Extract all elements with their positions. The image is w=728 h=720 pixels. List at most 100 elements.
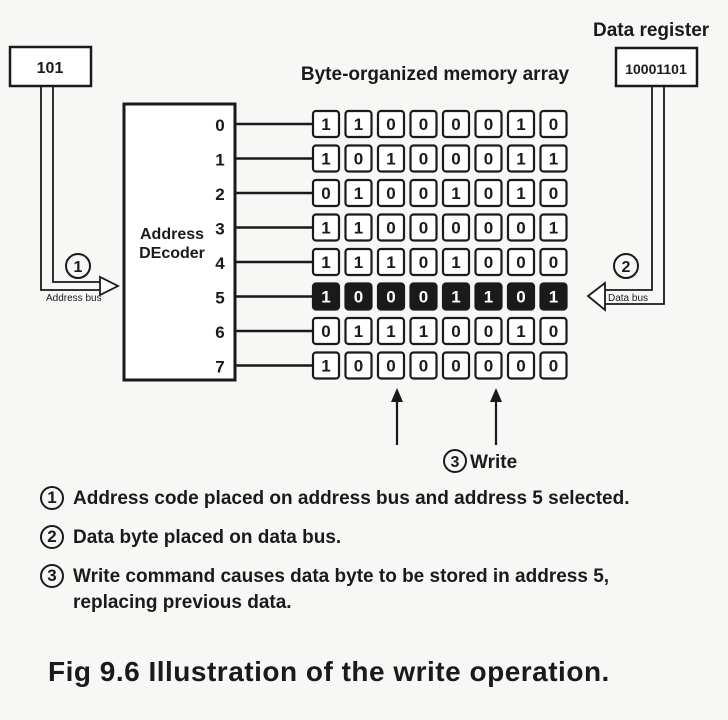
memory-cell xyxy=(474,109,503,139)
address-line-label: 1 xyxy=(215,151,224,170)
memory-cell xyxy=(344,282,373,311)
memory-cell xyxy=(539,109,568,139)
memory-cell xyxy=(344,109,373,139)
memory-bit: 0 xyxy=(451,150,460,169)
memory-cell xyxy=(506,351,536,380)
memory-cell xyxy=(539,178,568,208)
array-title: Byte-organized memory array xyxy=(301,64,570,85)
memory-cell xyxy=(506,144,536,173)
memory-cell xyxy=(539,282,568,311)
memory-cell xyxy=(441,316,471,346)
memory-bit: 0 xyxy=(484,322,493,341)
memory-bit: 0 xyxy=(419,288,428,307)
memory-cell xyxy=(376,144,406,173)
memory-bit: 1 xyxy=(451,184,460,203)
address-line-label: 6 xyxy=(215,323,224,342)
step-3-text: Write command causes data byte to be sto… xyxy=(73,566,610,613)
memory-bit: 1 xyxy=(451,253,460,272)
step-1: 1 Address code placed on address bus and… xyxy=(40,486,720,512)
memory-cell xyxy=(311,213,341,242)
memory-cell xyxy=(474,178,503,208)
address-line-label: 0 xyxy=(215,116,224,135)
memory-bit: 0 xyxy=(354,357,363,376)
memory-cell xyxy=(506,213,536,242)
memory-bit: 0 xyxy=(419,219,428,238)
memory-cell xyxy=(409,213,438,242)
memory-cell xyxy=(311,178,341,208)
memory-cell xyxy=(409,178,438,208)
address-line-label: 5 xyxy=(215,289,224,308)
memory-bit: 0 xyxy=(549,115,558,134)
memory-cell xyxy=(539,213,568,242)
memory-cell xyxy=(344,178,373,208)
step-3-number: 3 xyxy=(40,564,64,588)
memory-cell xyxy=(539,247,568,277)
memory-cell xyxy=(506,247,536,277)
address-line-label: 2 xyxy=(215,185,224,204)
memory-bit: 0 xyxy=(386,115,395,134)
memory-bit: 0 xyxy=(321,322,330,341)
memory-bit: 1 xyxy=(321,253,330,272)
memory-bit: 0 xyxy=(549,253,558,272)
memory-bit: 0 xyxy=(321,184,330,203)
memory-bit: 1 xyxy=(549,288,558,307)
memory-bit: 0 xyxy=(386,357,395,376)
decoder-label-line1: Address xyxy=(140,226,204,243)
address-input-value: 101 xyxy=(37,60,64,77)
data-bus-label: Data bus xyxy=(608,293,648,304)
step-3-marker-label: 3 xyxy=(451,454,460,471)
memory-bit: 0 xyxy=(516,253,525,272)
memory-bit: 1 xyxy=(354,322,363,341)
memory-bit: 1 xyxy=(321,288,330,307)
memory-cell xyxy=(311,316,341,346)
memory-cell xyxy=(311,109,341,139)
memory-cell xyxy=(344,351,373,380)
memory-bit: 0 xyxy=(484,357,493,376)
memory-cell xyxy=(441,144,471,173)
address-bus-label: Address bus xyxy=(46,293,102,304)
memory-cell xyxy=(506,282,536,311)
memory-cell xyxy=(506,178,536,208)
memory-bit: 0 xyxy=(484,219,493,238)
memory-bit: 0 xyxy=(549,184,558,203)
memory-cell xyxy=(344,247,373,277)
memory-cell xyxy=(441,351,471,380)
memory-bit: 1 xyxy=(549,150,558,169)
address-line-label: 3 xyxy=(215,220,224,239)
memory-cell xyxy=(474,213,503,242)
step-2-text: Data byte placed on data bus. xyxy=(73,527,342,548)
memory-bit: 1 xyxy=(386,253,395,272)
memory-bit: 0 xyxy=(419,357,428,376)
data-register-value: 10001101 xyxy=(625,61,687,77)
memory-cell xyxy=(409,282,438,311)
memory-cell xyxy=(311,282,341,311)
address-bus-line-outer xyxy=(40,86,100,291)
memory-bit: 0 xyxy=(451,357,460,376)
memory-cell xyxy=(474,282,503,311)
memory-bit: 0 xyxy=(386,219,395,238)
write-arrowhead-right xyxy=(490,388,502,402)
memory-cell xyxy=(376,247,406,277)
memory-cell xyxy=(311,351,341,380)
step-2-marker xyxy=(613,253,639,279)
memory-bit: 1 xyxy=(321,219,330,238)
memory-bit: 1 xyxy=(419,322,428,341)
memory-bit: 0 xyxy=(419,253,428,272)
step-2-marker-label: 2 xyxy=(622,259,631,276)
data-bus-arrowhead xyxy=(586,281,606,312)
memory-bit: 1 xyxy=(516,150,525,169)
memory-bit: 1 xyxy=(354,253,363,272)
memory-bit: 0 xyxy=(451,322,460,341)
memory-cell xyxy=(539,144,568,173)
memory-cell xyxy=(441,247,471,277)
memory-bit: 0 xyxy=(419,115,428,134)
address-bus-line-inner xyxy=(52,86,100,283)
memory-cell xyxy=(441,282,471,311)
memory-bit: 0 xyxy=(549,322,558,341)
step-1-marker xyxy=(65,253,91,279)
step-1-text: Address code placed on address bus and a… xyxy=(73,488,630,509)
memory-cell xyxy=(539,351,568,380)
memory-bit: 0 xyxy=(419,150,428,169)
address-line-label: 4 xyxy=(215,254,225,273)
